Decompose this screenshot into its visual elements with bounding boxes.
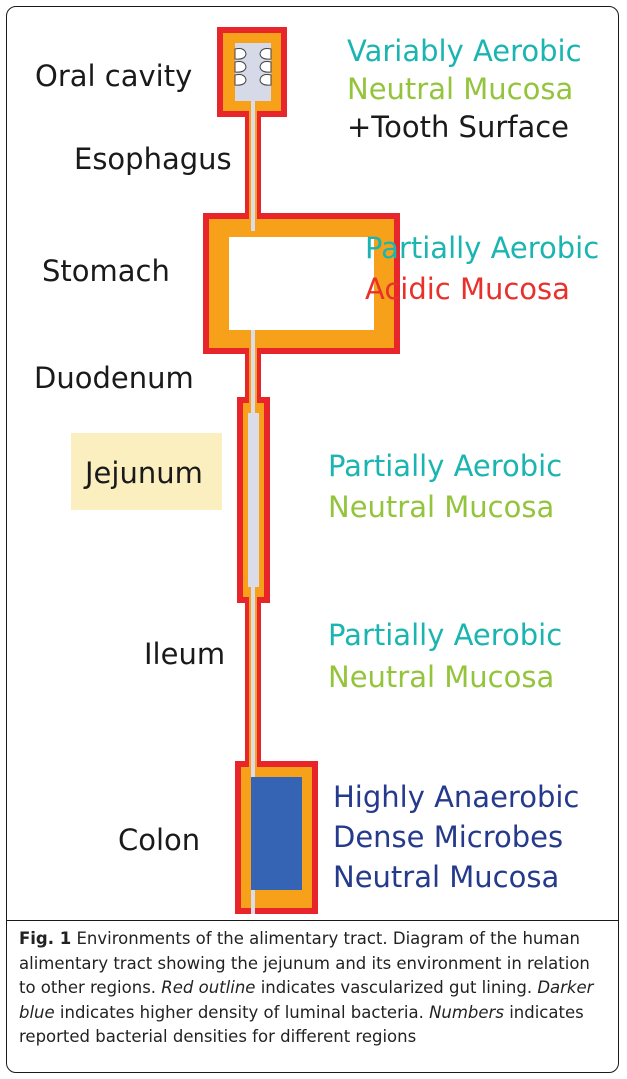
region-label-stomach: Stomach bbox=[42, 254, 170, 288]
svg-text:Partially Aerobic: Partially Aerobic bbox=[328, 449, 562, 483]
caption-sentence-2: indicates vascularized gut lining. bbox=[261, 978, 532, 997]
env-stomach: Partially Aerobic Acidic Mucosa bbox=[365, 231, 599, 306]
stomach-lumen bbox=[229, 237, 374, 330]
region-label-ileum: Ileum bbox=[144, 637, 225, 671]
svg-text:Partially Aerobic: Partially Aerobic bbox=[365, 231, 599, 265]
svg-text:Neutral Mucosa: Neutral Mucosa bbox=[328, 660, 554, 694]
svg-text:Neutral Mucosa: Neutral Mucosa bbox=[333, 860, 559, 894]
env-jejunum: Partially Aerobic Neutral Mucosa bbox=[328, 449, 562, 524]
figure-caption: Fig. 1 Environments of the alimentary tr… bbox=[19, 927, 609, 1050]
svg-text:Neutral Mucosa: Neutral Mucosa bbox=[347, 72, 573, 106]
svg-text:+Tooth Surface: +Tooth Surface bbox=[347, 110, 569, 144]
caption-separator bbox=[7, 920, 618, 921]
region-label-colon: Colon bbox=[118, 823, 200, 857]
region-label-esophagus: Esophagus bbox=[74, 142, 232, 176]
colon-lumen bbox=[251, 777, 302, 890]
svg-text:Partially Aerobic: Partially Aerobic bbox=[328, 618, 562, 652]
alimentary-tract-diagram: Oral cavity Esophagus Stomach Duodenum J… bbox=[7, 7, 619, 920]
svg-text:Neutral Mucosa: Neutral Mucosa bbox=[328, 490, 554, 524]
svg-text:Variably Aerobic: Variably Aerobic bbox=[347, 34, 582, 68]
caption-term-red-outline: Red outline bbox=[161, 978, 255, 997]
caption-title: Environments of the alimentary tract. bbox=[76, 929, 387, 948]
caption-term-numbers: Numbers bbox=[429, 1003, 504, 1022]
env-colon: Highly Anaerobic Dense Microbes Neutral … bbox=[333, 780, 579, 894]
jejunum-lumen bbox=[248, 413, 259, 587]
fig-label: Fig. 1 bbox=[19, 929, 71, 948]
svg-text:Acidic Mucosa: Acidic Mucosa bbox=[365, 272, 570, 306]
region-label-jejunum: Jejunum bbox=[83, 456, 203, 490]
caption-sentence-3: indicates higher density of luminal bact… bbox=[60, 1003, 424, 1022]
region-label-oral-cavity: Oral cavity bbox=[35, 59, 192, 93]
env-ileum: Partially Aerobic Neutral Mucosa bbox=[328, 618, 562, 694]
env-oral: Variably Aerobic Neutral Mucosa +Tooth S… bbox=[347, 34, 582, 144]
region-label-duodenum: Duodenum bbox=[34, 361, 194, 395]
svg-text:Dense Microbes: Dense Microbes bbox=[333, 820, 563, 854]
figure-frame: Oral cavity Esophagus Stomach Duodenum J… bbox=[6, 6, 619, 1073]
svg-text:Highly Anaerobic: Highly Anaerobic bbox=[333, 780, 579, 814]
